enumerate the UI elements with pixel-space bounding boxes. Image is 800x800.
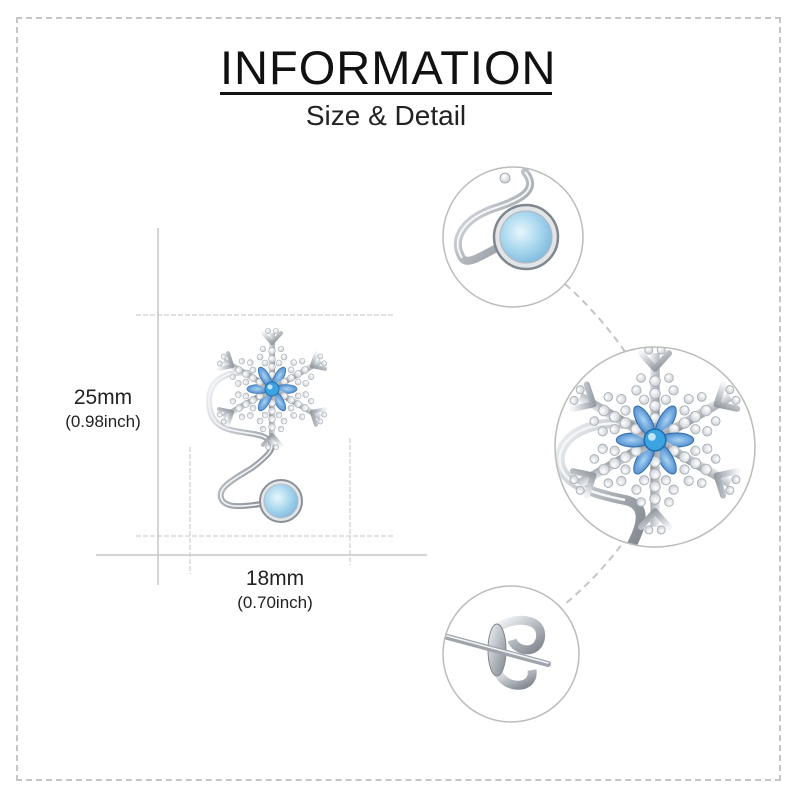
snowflake-detail-view [554, 346, 756, 548]
height-inch-label: (0.98inch) [65, 412, 141, 431]
height-dimension: 25mm (0.98inch) [48, 385, 158, 433]
moonstone-detail-view [442, 166, 584, 308]
width-mm-label: 18mm [245, 567, 305, 590]
dashed-frame [16, 17, 781, 781]
title-underline [220, 92, 552, 95]
product-image [206, 328, 333, 523]
width-dimension: 18mm (0.70inch) [215, 566, 335, 614]
height-mm-label: 25mm [73, 386, 133, 409]
page-subtitle: Size & Detail [305, 100, 467, 131]
dimension-guides [96, 228, 427, 585]
detail-connectors [564, 283, 629, 605]
page-title: INFORMATION [220, 41, 557, 94]
earring-back-detail-view [442, 585, 580, 723]
width-inch-label: (0.70inch) [237, 593, 313, 612]
